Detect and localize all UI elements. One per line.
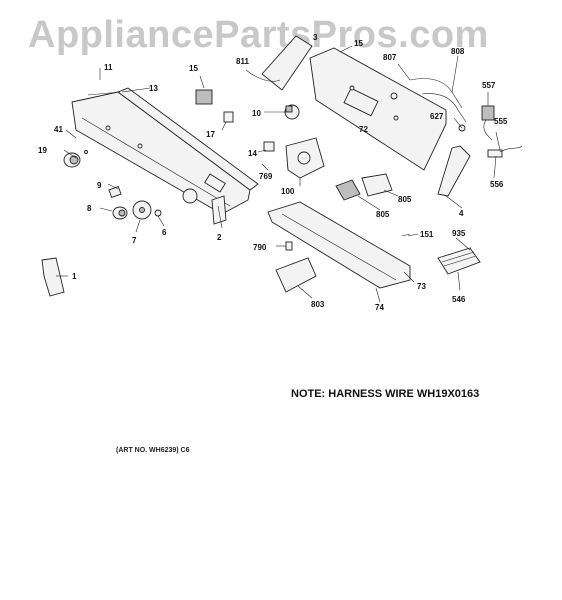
part-timer [285, 137, 325, 179]
callout-557: 557 [482, 81, 496, 90]
callout-151: 151 [420, 230, 434, 239]
part-pressure-switch [481, 105, 495, 121]
part-switch [195, 89, 213, 105]
part-top-bracket [261, 35, 313, 91]
callout-74: 74 [375, 303, 384, 312]
callout-2: 2 [217, 233, 222, 242]
part-hose [245, 69, 281, 82]
part-clip [285, 241, 293, 251]
callout-556: 556 [490, 180, 504, 189]
part-lower-rail [267, 201, 411, 289]
callout-555: 555 [494, 117, 508, 126]
part-knob-small [112, 206, 128, 220]
art-number: (ART NO. WH6239) C6 [116, 447, 190, 454]
callout-7: 7 [132, 236, 137, 245]
part-bracket-lower [275, 257, 317, 293]
callout-935: 935 [452, 229, 466, 238]
callout-11: 11 [104, 63, 113, 72]
part-lid-switch [487, 145, 523, 158]
callout-546: 546 [452, 295, 466, 304]
callout-6: 6 [162, 228, 167, 237]
part-dial [132, 200, 152, 220]
part-spring [108, 185, 122, 199]
callout-805b: 805 [376, 210, 390, 219]
callout-808: 808 [451, 47, 465, 56]
callout-14: 14 [248, 149, 257, 158]
callout-4: 4 [459, 209, 464, 218]
callout-100: 100 [281, 187, 295, 196]
part-switch-clip [263, 141, 275, 152]
leader-lines [56, 45, 501, 303]
callout-19: 19 [38, 146, 47, 155]
callout-811: 811 [236, 57, 249, 66]
part-timer-switch [284, 104, 300, 120]
callout-13: 13 [149, 84, 158, 93]
callout-8: 8 [87, 204, 92, 213]
callout-72: 72 [359, 125, 368, 134]
part-backsplash [309, 47, 447, 171]
callout-labels: 1 2 3 4 6 7 8 9 10 11 13 14 15 15 17 19 … [38, 33, 508, 312]
part-washer [154, 209, 162, 217]
callout-3: 3 [313, 33, 318, 42]
callout-803: 803 [311, 300, 325, 309]
callout-807: 807 [383, 53, 397, 62]
part-bracket [223, 111, 234, 123]
part-control-panel [71, 87, 259, 215]
part-literature-bag [41, 257, 65, 297]
part-tube [483, 119, 493, 141]
part-knob [63, 150, 88, 168]
callout-41: 41 [54, 125, 63, 134]
callout-15a: 15 [189, 64, 198, 73]
watermark: AppliancePartsPros.com [28, 14, 489, 56]
part-screw [401, 233, 411, 237]
callout-1: 1 [72, 272, 77, 281]
callout-627: 627 [430, 112, 444, 121]
part-relay [335, 173, 393, 201]
callout-790: 790 [253, 243, 267, 252]
callout-17: 17 [206, 130, 215, 139]
callout-73: 73 [417, 282, 426, 291]
callout-9: 9 [97, 181, 102, 190]
callout-805a: 805 [398, 195, 412, 204]
harness-note: NOTE: HARNESS WIRE WH19X0163 [291, 388, 480, 400]
part-wire-harness [437, 247, 481, 275]
part-side-support [437, 145, 471, 197]
callout-15b: 15 [354, 39, 363, 48]
callout-10: 10 [252, 109, 261, 118]
callout-769: 769 [259, 172, 273, 181]
